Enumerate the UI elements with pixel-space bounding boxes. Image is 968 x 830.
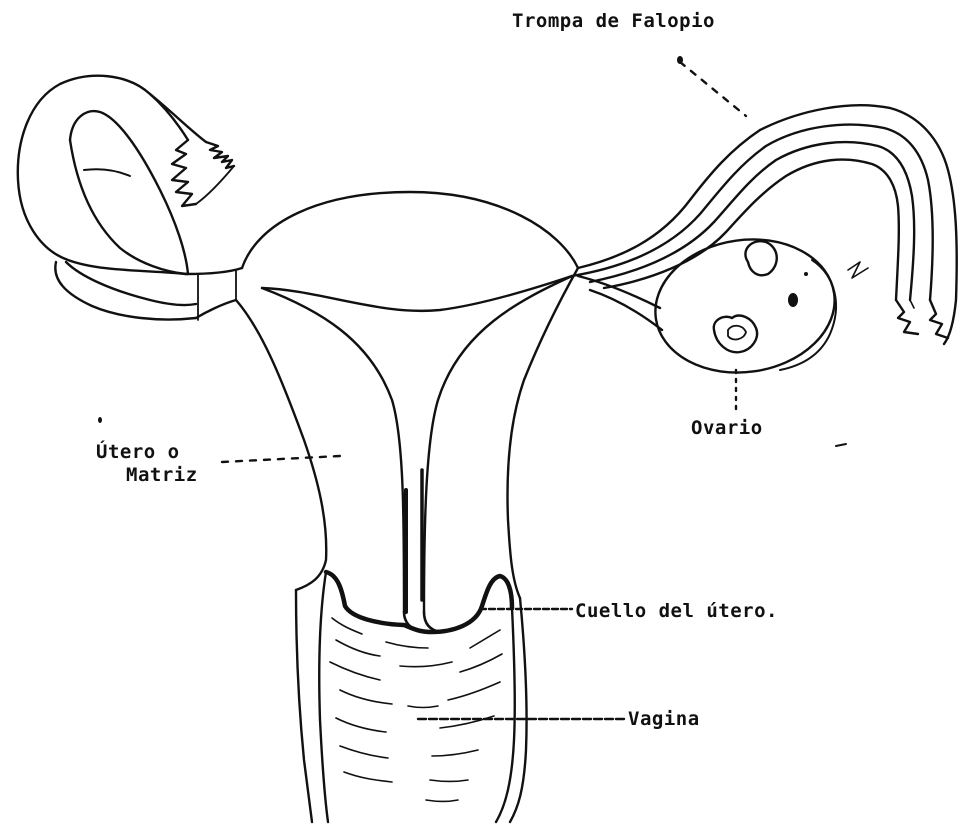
label-trompa-de-falopio: Trompa de Falopio xyxy=(512,10,715,32)
label-ovario: Ovario xyxy=(691,417,763,439)
stray-mark xyxy=(836,444,846,446)
cervix xyxy=(326,572,512,632)
label-cuello-del-utero: Cuello del útero. xyxy=(575,600,778,622)
trompa-leader xyxy=(680,62,746,116)
uterus-body xyxy=(236,192,578,612)
left-tube xyxy=(18,76,242,320)
label-utero-line2: Matriz xyxy=(126,464,198,486)
label-utero-line1: Útero o xyxy=(96,441,180,463)
utero-leader xyxy=(222,456,340,462)
ovary xyxy=(578,228,843,384)
label-vagina: Vagina xyxy=(628,708,700,730)
stray-mark-2 xyxy=(98,417,102,423)
leader-dot xyxy=(677,56,683,64)
